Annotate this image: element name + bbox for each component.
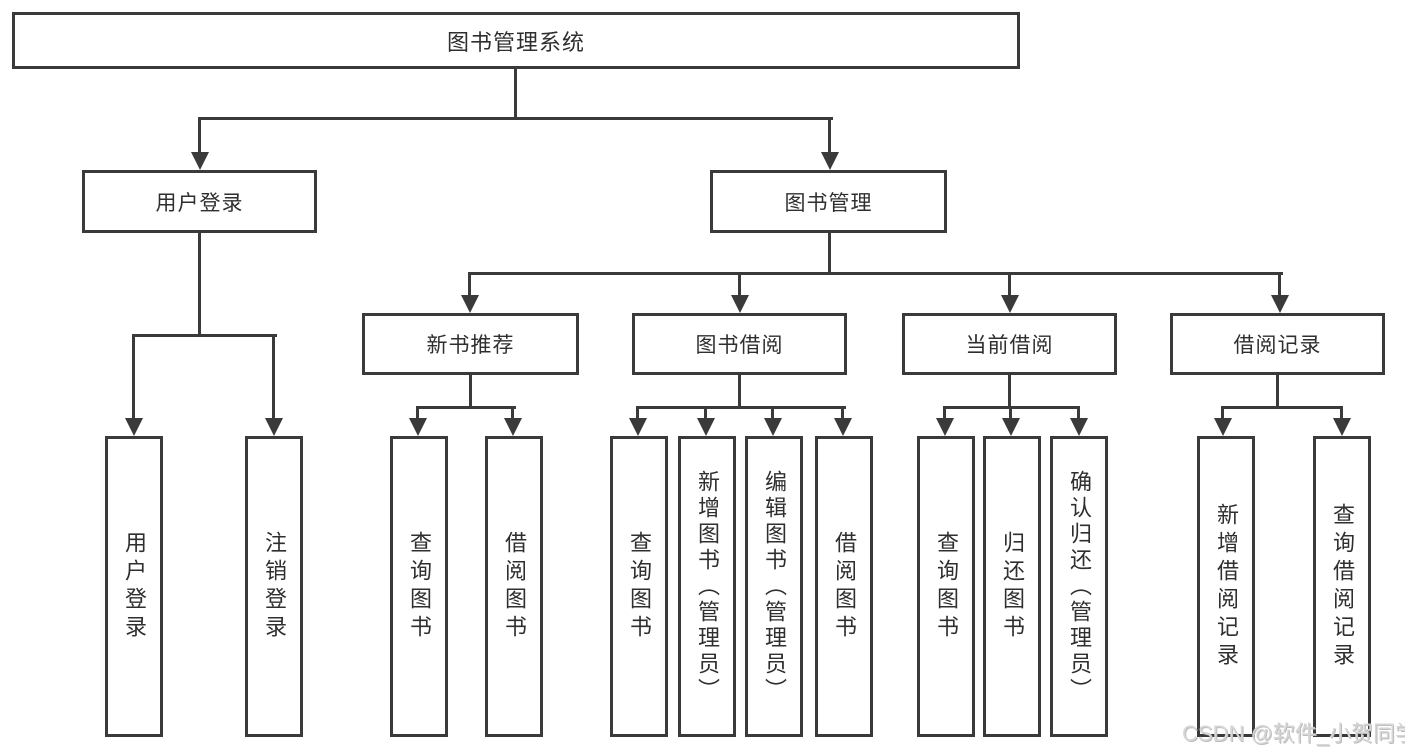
leaf-label: 查询图书 [934, 530, 959, 643]
connector-line [468, 272, 471, 299]
leaf-confirm-return-admin: 确认归还（管理员） [1050, 436, 1108, 737]
leaf-borrow-books-recommend: 借阅图书 [485, 436, 543, 737]
connector-line [198, 233, 201, 337]
connector-line [1077, 406, 1080, 420]
leaf-label: 查询借阅记录 [1330, 502, 1355, 671]
node-label: 借阅记录 [1233, 334, 1322, 357]
arrow-down-icon [1333, 418, 1351, 436]
node-label: 图书管理 [784, 191, 873, 215]
connector-line [1221, 406, 1224, 420]
node-new-book-recommend: 新书推荐 [362, 313, 579, 375]
arrow-down-icon [764, 418, 782, 436]
connector-line [468, 272, 1283, 275]
connector-line [943, 406, 946, 420]
arrow-down-icon [461, 295, 479, 313]
leaf-user-login: 用户登录 [105, 436, 163, 737]
connector-line [771, 406, 774, 420]
connector-line [132, 334, 135, 420]
arrow-down-icon [629, 418, 647, 436]
connector-line [1008, 375, 1011, 408]
connector-line [198, 117, 201, 155]
leaf-borrow-books: 借阅图书 [815, 436, 873, 737]
leaf-query-books-borrow: 查询图书 [610, 436, 668, 737]
node-label: 图书管理系统 [446, 29, 585, 55]
leaf-label: 查询图书 [627, 530, 652, 643]
leaf-add-book-admin: 新增图书（管理员） [678, 436, 736, 737]
arrow-down-icon [1001, 295, 1019, 313]
connector-line [1276, 375, 1279, 408]
leaf-query-books-current: 查询图书 [917, 436, 975, 737]
connector-line [511, 406, 514, 420]
node-library-system: 图书管理系统 [12, 12, 1020, 69]
arrow-down-icon [936, 418, 954, 436]
node-label: 图书借阅 [695, 334, 784, 357]
node-borrow-records: 借阅记录 [1170, 313, 1385, 375]
arrow-down-icon [409, 418, 427, 436]
leaf-label: 新增借阅记录 [1214, 502, 1239, 671]
connector-line [828, 233, 831, 275]
node-current-borrow: 当前借阅 [902, 313, 1117, 375]
connector-line [636, 406, 639, 420]
arrow-down-icon [191, 152, 209, 170]
connector-line [469, 375, 472, 408]
arrow-down-icon [1214, 418, 1232, 436]
arrow-down-icon [265, 418, 283, 436]
connector-line [704, 406, 707, 420]
connector-line [198, 117, 833, 120]
connector-line [636, 406, 846, 409]
leaf-return-books: 归还图书 [983, 436, 1041, 737]
leaf-logout: 注销登录 [245, 436, 303, 737]
connector-line [1008, 272, 1011, 299]
leaf-label: 借阅图书 [832, 530, 857, 643]
leaf-label: 编辑图书（管理员） [762, 469, 787, 704]
arrow-down-icon [697, 418, 715, 436]
connector-line [514, 68, 517, 119]
arrow-down-icon [1002, 418, 1020, 436]
leaf-label: 注销登录 [262, 530, 287, 643]
arrow-down-icon [125, 418, 143, 436]
leaf-add-borrow-record: 新增借阅记录 [1197, 436, 1255, 737]
arrow-down-icon [1271, 295, 1289, 313]
connector-line [828, 117, 831, 155]
connector-line [1221, 406, 1343, 409]
leaf-label: 用户登录 [122, 530, 147, 643]
arrow-down-icon [504, 418, 522, 436]
connector-line [738, 272, 741, 299]
leaf-label: 确认归还（管理员） [1067, 469, 1092, 704]
node-user-login: 用户登录 [82, 170, 317, 233]
node-book-borrow: 图书借阅 [632, 313, 847, 375]
csdn-watermark: CSDN @软件_小贺同学 [1182, 721, 1405, 746]
connector-line [272, 334, 275, 420]
connector-line [738, 375, 741, 408]
arrow-down-icon [821, 152, 839, 170]
arrow-down-icon [834, 418, 852, 436]
connector-line [416, 406, 419, 420]
leaf-query-books-recommend: 查询图书 [390, 436, 448, 737]
leaf-label: 查询图书 [407, 530, 432, 643]
node-book-management: 图书管理 [710, 170, 947, 233]
connector-line [841, 406, 844, 420]
connector-line [416, 406, 516, 409]
connector-line [1278, 272, 1281, 299]
leaf-label: 归还图书 [1000, 530, 1025, 643]
node-label: 用户登录 [155, 191, 244, 215]
leaf-query-borrow-record: 查询借阅记录 [1313, 436, 1371, 737]
connector-line [1009, 406, 1012, 420]
node-label: 当前借阅 [965, 334, 1054, 357]
arrow-down-icon [1070, 418, 1088, 436]
connector-line [1340, 406, 1343, 420]
arrow-down-icon [731, 295, 749, 313]
node-label: 新书推荐 [426, 334, 515, 357]
leaf-edit-book-admin: 编辑图书（管理员） [745, 436, 803, 737]
leaf-label: 新增图书（管理员） [695, 469, 720, 704]
connector-line [132, 334, 277, 337]
leaf-label: 借阅图书 [502, 530, 527, 643]
